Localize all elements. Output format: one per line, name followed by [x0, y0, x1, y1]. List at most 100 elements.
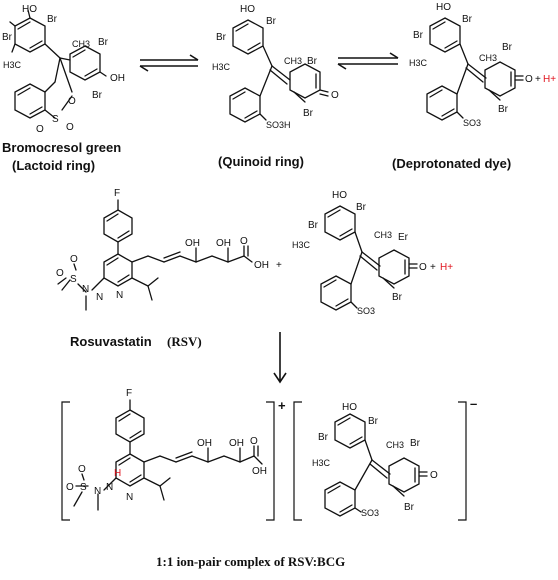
rsv-name-label: Rosuvastatin — [70, 334, 152, 349]
plus-sign: + — [535, 74, 541, 85]
atom-s: S — [80, 482, 87, 493]
atom-h3c: H3C — [212, 62, 231, 72]
atom-ch3: CH3 — [284, 56, 302, 66]
atom-ch3: CH3 — [479, 53, 497, 63]
atom-br: Br — [308, 220, 319, 231]
atom-so3h: SO3H — [266, 120, 291, 130]
atom-o: O — [430, 470, 438, 481]
atom-br: Br — [462, 14, 473, 25]
anion-charge: – — [470, 396, 477, 411]
atom-ho: HO — [22, 4, 37, 15]
atom-br: Br — [392, 292, 403, 303]
bcg-deprotonated-structure — [426, 17, 524, 121]
atom-oh: OH — [216, 238, 231, 249]
atom-h3c: H3C — [292, 240, 311, 250]
cation-charge: + — [278, 398, 286, 413]
atom-o: O — [36, 124, 44, 135]
ring — [289, 63, 321, 99]
atom-h: H — [114, 468, 121, 479]
atom-o: O — [331, 90, 339, 101]
deprotonated-label: (Deprotonated dye) — [392, 156, 511, 171]
reaction-arrow — [273, 332, 287, 384]
ring — [324, 205, 356, 241]
bcg-quinoid-structure — [229, 19, 329, 123]
ring — [232, 19, 264, 55]
atom-n: N — [94, 486, 101, 497]
atom-o: O — [78, 464, 86, 475]
lactoid-label: (Lactoid ring) — [12, 158, 95, 173]
atom-br: Br — [404, 502, 415, 513]
atom-o: O — [240, 236, 248, 247]
atom-br: Br — [356, 202, 367, 213]
ring — [334, 413, 366, 449]
atom-o: O — [250, 436, 258, 447]
atom-f: F — [126, 388, 132, 399]
atom-oh: OH — [229, 438, 244, 449]
bcg-name-label: Bromocresol green — [2, 140, 121, 155]
equilibrium-arrow — [139, 54, 199, 72]
atom-o: O — [419, 262, 427, 273]
atom-o: O — [525, 74, 533, 85]
ring — [324, 481, 356, 517]
quinoid-label: (Quinoid ring) — [218, 154, 304, 169]
ring — [378, 249, 410, 285]
atom-ho: HO — [436, 2, 451, 13]
ring — [69, 45, 101, 81]
atom-o: O — [56, 268, 64, 279]
atom-n: N — [96, 292, 103, 303]
ring — [14, 17, 46, 53]
atom-n: N — [116, 290, 123, 301]
atom-ho: HO — [332, 190, 347, 201]
atom-ho: HO — [342, 402, 357, 413]
atom-br: Br — [318, 432, 329, 443]
ring — [320, 275, 352, 311]
ring — [429, 17, 461, 53]
atom-n: N — [106, 482, 113, 493]
atom-ch3: CH3 — [72, 39, 90, 49]
atom-h3c: H3C — [312, 458, 331, 468]
atom-s: S — [70, 274, 77, 285]
atom-o: O — [68, 96, 76, 107]
atom-so3: SO3 — [463, 118, 481, 128]
rsv-abbr-label: (RSV) — [167, 334, 202, 349]
atom-br: Br — [303, 108, 314, 119]
ring — [103, 209, 133, 243]
atom-o: O — [66, 122, 74, 133]
atom-br: Br — [413, 30, 424, 41]
atom-oh: OH — [197, 438, 212, 449]
ring — [14, 83, 46, 119]
rsv-cation-structure — [61, 399, 275, 521]
rosuvastatin-structure — [57, 199, 253, 311]
complex-caption: 1:1 ion-pair complex of RSV:BCG — [156, 554, 345, 569]
plus-sign: + — [430, 262, 436, 273]
atom-ch3: CH3 — [374, 230, 392, 240]
atom-s: S — [52, 114, 59, 125]
bcg-deprotonated-structure — [320, 205, 418, 311]
atom-so3: SO3 — [361, 508, 379, 518]
atom-n: N — [126, 492, 133, 503]
atom-br: Br — [368, 416, 379, 427]
atom-br: Br — [2, 32, 13, 43]
ring — [115, 409, 145, 443]
atom-br: Br — [498, 104, 509, 115]
atom-h3c: H3C — [3, 60, 22, 70]
atom-br: Br — [216, 32, 227, 43]
bcg-lactoid-structure — [9, 9, 107, 119]
atom-br: Br — [307, 56, 318, 67]
ring — [103, 253, 133, 287]
ring — [426, 85, 458, 121]
atom-br: Br — [266, 16, 277, 27]
ring — [229, 87, 261, 123]
atom-oh: OH — [252, 466, 267, 477]
ring — [484, 61, 516, 97]
atom-br: Br — [98, 37, 109, 48]
atom-oh: OH — [254, 260, 269, 271]
atom-oh: OH — [110, 73, 125, 84]
bcg-anion-structure — [293, 401, 467, 521]
atom-br: Br — [502, 42, 513, 53]
proton-label: H+ — [543, 74, 556, 85]
atom-oh: OH — [185, 238, 200, 249]
atom-h3c: H3C — [409, 58, 428, 68]
atom-br: Br — [47, 14, 58, 25]
